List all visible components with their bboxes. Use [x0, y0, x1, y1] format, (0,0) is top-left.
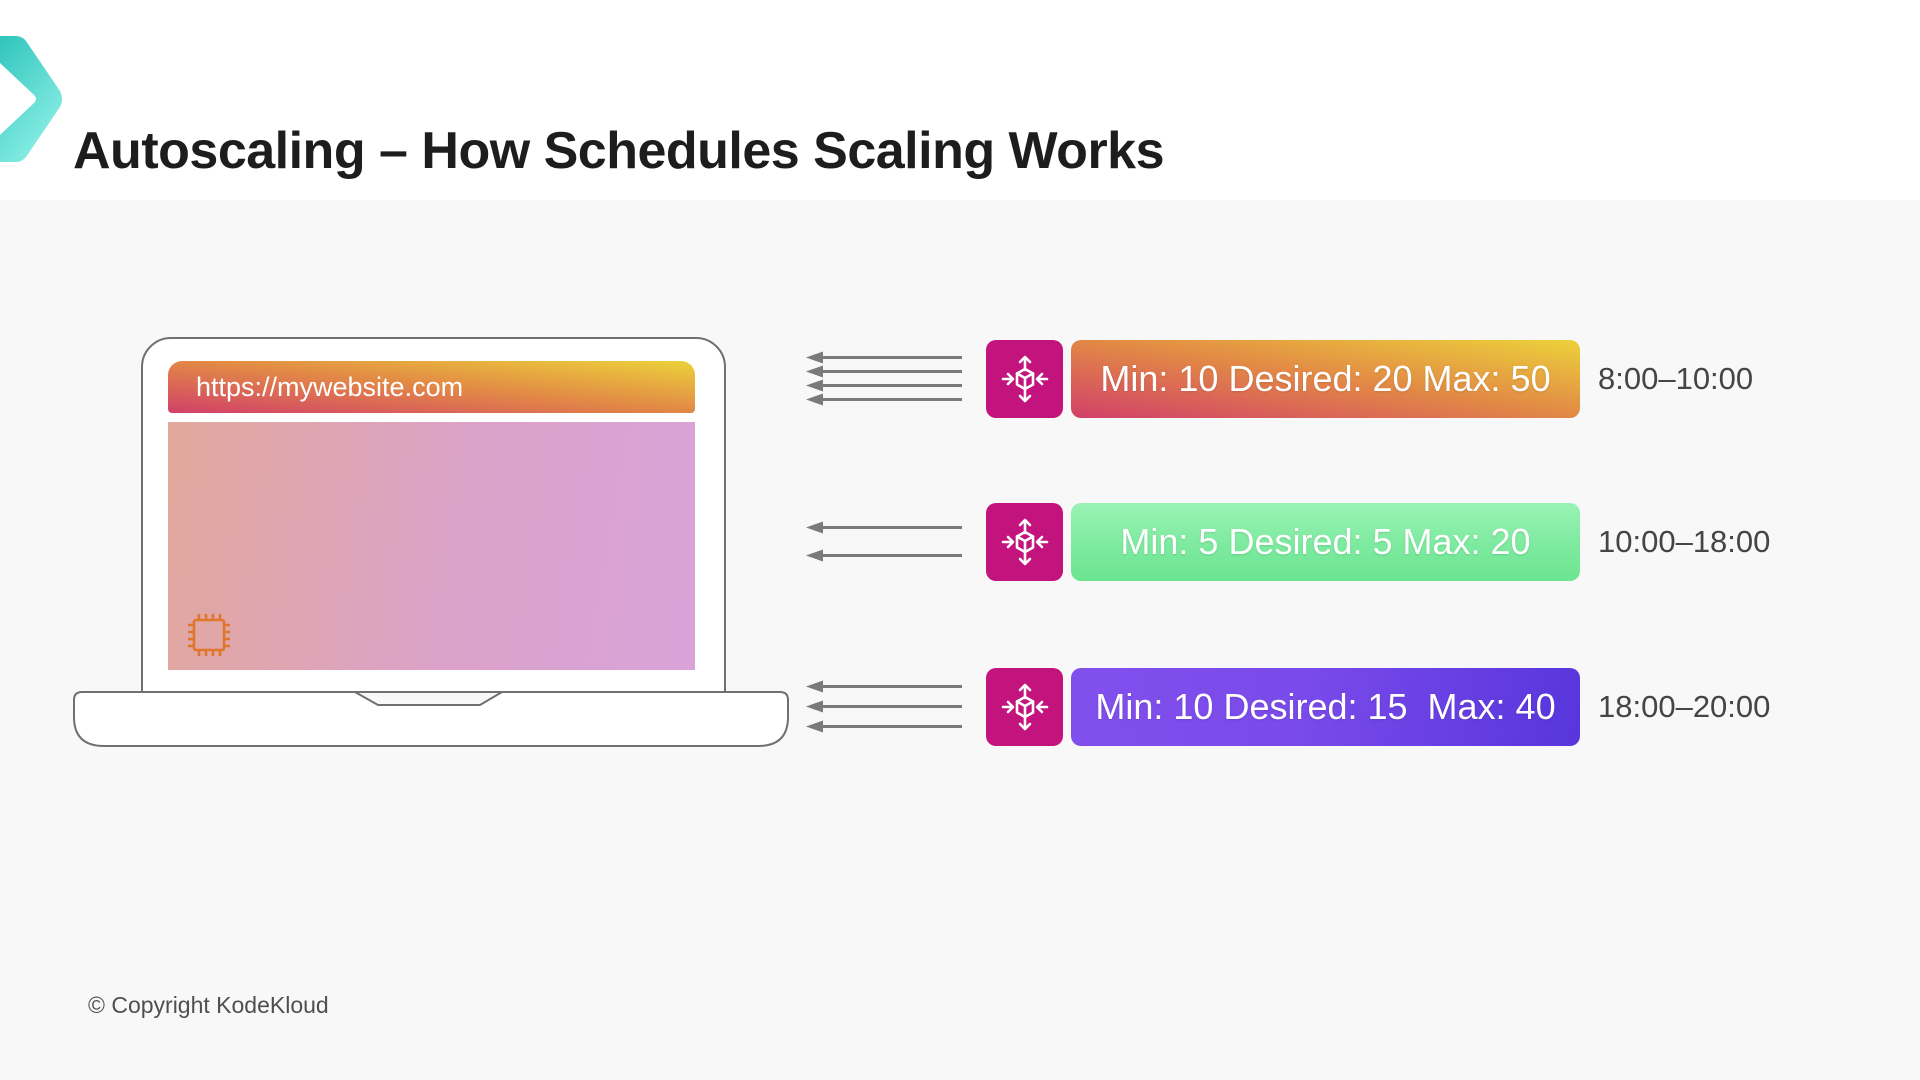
page-title: Autoscaling – How Schedules Scaling Work…	[73, 121, 1165, 180]
autoscaling-icon	[986, 503, 1063, 581]
left-arrow-icon	[806, 379, 962, 392]
cpu-chip-icon	[188, 614, 230, 656]
schedule-capacity-bar: Min: 10 Desired: 20 Max: 50	[1071, 340, 1580, 418]
laptop-base	[73, 691, 789, 747]
left-arrow-icon	[806, 365, 962, 378]
left-arrow-icon	[806, 680, 962, 693]
schedule-time-range: 18:00–20:00	[1598, 689, 1771, 724]
left-arrow-icon	[806, 393, 962, 406]
schedule-time-range: 8:00–10:00	[1598, 361, 1754, 396]
browser-page-body	[168, 422, 695, 670]
left-arrow-icon	[806, 521, 962, 534]
schedule-row-morning: Min: 10 Desired: 20 Max: 50 8:00–10:00	[806, 340, 1776, 418]
schedule-capacity-bar: Min: 5 Desired: 5 Max: 20	[1071, 503, 1580, 581]
schedule-row-daytime: Min: 5 Desired: 5 Max: 20 10:00–18:00	[806, 503, 1776, 581]
schedule-capacity-label: Min: 5 Desired: 5 Max: 20	[1120, 521, 1531, 562]
autoscaling-icon	[986, 668, 1063, 746]
copyright-notice: © Copyright KodeKloud	[88, 992, 329, 1018]
left-arrow-icon	[806, 549, 962, 562]
schedule-capacity-bar: Min: 10 Desired: 15 Max: 40	[1071, 668, 1580, 746]
autoscaling-icon	[986, 340, 1063, 418]
schedule-capacity-label: Min: 10 Desired: 15 Max: 40	[1095, 686, 1556, 727]
browser-address-bar: https://mywebsite.com	[168, 361, 695, 413]
left-arrow-icon	[806, 720, 962, 733]
schedule-row-evening: Min: 10 Desired: 15 Max: 40 18:00–20:00	[806, 668, 1776, 746]
schedule-capacity-label: Min: 10 Desired: 20 Max: 50	[1100, 358, 1551, 399]
website-url: https://mywebsite.com	[196, 371, 464, 402]
laptop-screen: https://mywebsite.com	[141, 337, 726, 693]
left-arrow-icon	[806, 700, 962, 713]
left-arrow-icon	[806, 351, 962, 364]
schedule-time-range: 10:00–18:00	[1598, 524, 1771, 559]
kodekloud-logo-chevron-icon	[0, 36, 62, 162]
